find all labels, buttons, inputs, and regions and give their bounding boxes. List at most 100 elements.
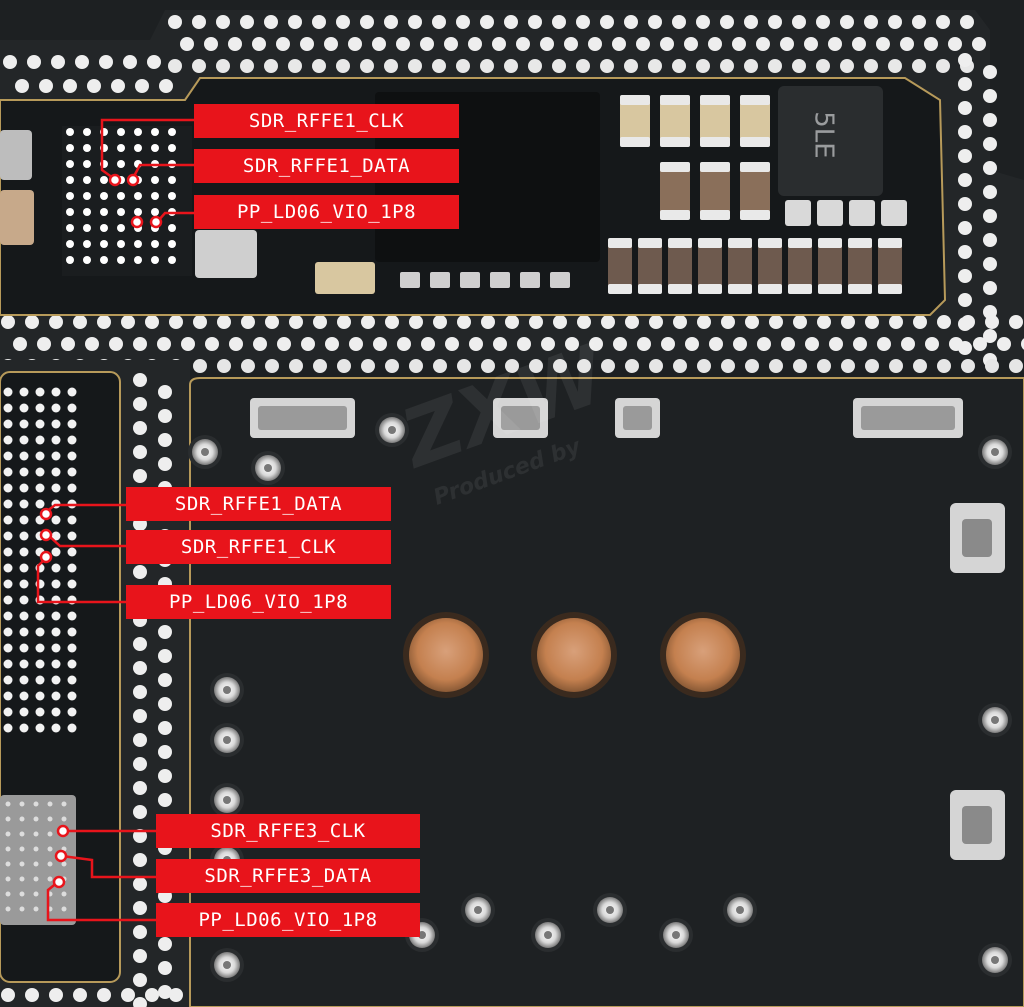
frame-via — [288, 59, 302, 73]
frame-via — [552, 15, 566, 29]
bga-ball — [3, 579, 13, 589]
bga-ball — [61, 906, 67, 912]
frame-via — [697, 315, 711, 329]
bga-ball — [168, 128, 176, 136]
capacitor — [620, 95, 650, 147]
frame-via — [576, 15, 590, 29]
frame-via — [421, 337, 435, 351]
frame-via — [792, 15, 806, 29]
bga-ball — [5, 891, 11, 897]
bga-ball — [67, 563, 77, 573]
bga-ball — [3, 563, 13, 573]
frame-via — [277, 337, 291, 351]
frame-via — [576, 59, 590, 73]
bga-ball — [3, 627, 13, 637]
frame-via — [745, 315, 759, 329]
bga-ball — [3, 659, 13, 669]
bga-ball — [134, 208, 142, 216]
frame-via — [480, 59, 494, 73]
frame-via — [958, 293, 972, 307]
bga-ball — [19, 579, 29, 589]
component — [0, 130, 32, 180]
bga-ball — [3, 707, 13, 717]
bga-ball — [35, 451, 45, 461]
frame-via — [180, 37, 194, 51]
bga-ball — [134, 144, 142, 152]
bga-ball — [51, 419, 61, 429]
frame-via — [313, 359, 327, 373]
bga-ball — [67, 723, 77, 733]
label-sdr-rffe1-data-mid: SDR_RFFE1_DATA — [126, 487, 391, 521]
bga-ball — [151, 128, 159, 136]
frame-via — [958, 197, 972, 211]
frame-via — [135, 79, 149, 93]
frame-via — [158, 985, 172, 999]
bga-ball — [51, 643, 61, 653]
label-pp-ld06-vio-mid: PP_LD06_VIO_1P8 — [126, 585, 391, 619]
bga-ball — [19, 831, 25, 837]
frame-via — [181, 337, 195, 351]
bga-ball — [19, 419, 29, 429]
frame-via — [961, 359, 975, 373]
frame-via — [301, 337, 315, 351]
frame-via — [384, 15, 398, 29]
bga-ball — [35, 435, 45, 445]
bga-ball — [47, 861, 53, 867]
frame-via — [61, 337, 75, 351]
frame-via — [324, 37, 338, 51]
bga-ball — [67, 403, 77, 413]
capacitor — [878, 238, 902, 294]
bga-ball — [67, 691, 77, 701]
frame-via — [888, 15, 902, 29]
frame-via — [15, 79, 29, 93]
frame-via — [145, 988, 159, 1002]
bga-ball — [33, 846, 39, 852]
frame-via — [732, 37, 746, 51]
bga-ball — [33, 861, 39, 867]
frame-via — [360, 15, 374, 29]
bga-ball — [19, 846, 25, 852]
frame-via — [217, 315, 231, 329]
frame-via — [983, 257, 997, 271]
frame-via — [133, 805, 147, 819]
bga-ball — [33, 801, 39, 807]
frame-via — [75, 55, 89, 69]
frame-via — [216, 59, 230, 73]
frame-via — [793, 359, 807, 373]
frame-via — [133, 757, 147, 771]
frame-via — [169, 988, 183, 1002]
frame-via — [588, 37, 602, 51]
label-sdr-rffe3-data: SDR_RFFE3_DATA — [156, 859, 420, 893]
capacitor — [785, 200, 811, 226]
frame-via — [3, 55, 17, 69]
frame-via — [913, 315, 927, 329]
bga-ball — [83, 144, 91, 152]
bga-ball — [3, 515, 13, 525]
frame-via — [960, 15, 974, 29]
frame-via — [600, 59, 614, 73]
frame-via — [133, 637, 147, 651]
bga-ball — [33, 831, 39, 837]
frame-via — [983, 137, 997, 151]
bga-ball — [3, 547, 13, 557]
frame-via — [864, 15, 878, 29]
frame-via — [780, 37, 794, 51]
bga-ball — [33, 876, 39, 882]
resistor — [460, 272, 480, 288]
frame-via — [864, 59, 878, 73]
frame-via — [744, 15, 758, 29]
frame-via — [841, 315, 855, 329]
frame-via — [793, 315, 807, 329]
bga-ball — [51, 483, 61, 493]
bga-ball — [67, 387, 77, 397]
frame-via — [192, 59, 206, 73]
frame-via — [673, 359, 687, 373]
resistor — [550, 272, 570, 288]
frame-via — [865, 359, 879, 373]
frame-via — [492, 37, 506, 51]
bga-ball — [19, 515, 29, 525]
frame-via — [983, 209, 997, 223]
frame-via — [673, 315, 687, 329]
